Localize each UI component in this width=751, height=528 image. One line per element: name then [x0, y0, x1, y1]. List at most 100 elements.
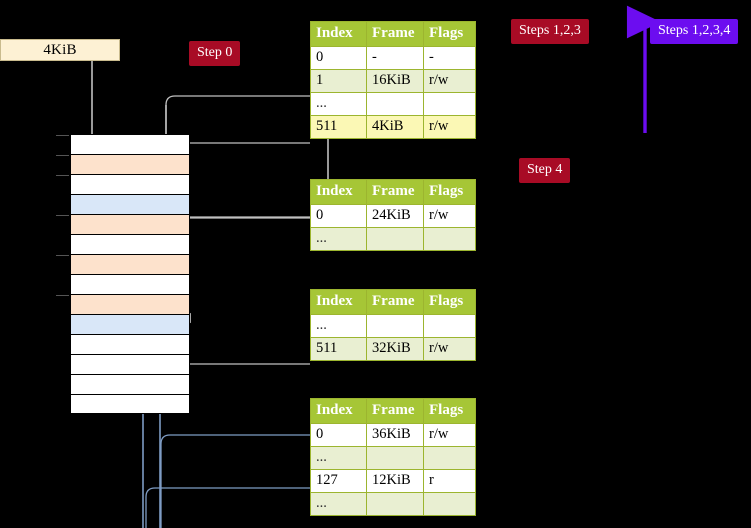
cell-flags: r/w — [423, 69, 476, 93]
column-header-index: Index — [310, 289, 367, 315]
column-header-flags: Flags — [423, 179, 476, 205]
badge-step-0: Step 0 — [189, 41, 241, 66]
column-header-frame: Frame — [366, 398, 424, 424]
cell-frame: 32KiB — [366, 337, 424, 361]
cell-frame — [366, 492, 424, 516]
memory-size-label: 4KiB — [0, 39, 120, 61]
physical-memory-column — [56, 134, 190, 414]
cell-index: ... — [310, 314, 367, 338]
cell-frame: - — [366, 46, 424, 70]
cell-index: 127 — [310, 469, 367, 493]
column-header-flags: Flags — [423, 398, 476, 424]
table-row: ... — [310, 492, 476, 516]
arrow-steps-bracket — [626, 5, 661, 133]
wire-t3r127-to-col — [145, 487, 310, 528]
memory-block-1 — [56, 154, 190, 174]
table-row: ... — [310, 446, 476, 470]
column-header-frame: Frame — [366, 179, 424, 205]
cell-frame: 24KiB — [366, 204, 424, 228]
wire-t0r511-to-mem — [180, 142, 310, 152]
memory-block-0 — [56, 134, 190, 154]
cell-frame — [366, 314, 424, 338]
memory-block-4 — [56, 214, 190, 234]
cell-flags: - — [423, 46, 476, 70]
cell-flags: r/w — [423, 204, 476, 228]
cell-index: 511 — [310, 337, 367, 361]
column-header-frame: Frame — [366, 21, 424, 47]
cell-frame — [366, 92, 424, 116]
memory-block-2 — [56, 174, 190, 194]
memory-block-11 — [70, 354, 190, 374]
memory-block-5 — [70, 234, 190, 254]
cell-flags: r/w — [423, 423, 476, 447]
badge-steps-1-2-3-4: Steps 1,2,3,4 — [650, 19, 739, 44]
table-row: ... — [310, 92, 476, 116]
memory-tick-1 — [56, 155, 69, 156]
column-header-index: Index — [310, 179, 367, 205]
memory-block-13 — [70, 394, 190, 414]
cell-index: ... — [310, 227, 367, 251]
memory-tick-0 — [56, 135, 69, 136]
cell-flags: r/w — [423, 337, 476, 361]
badge-step-4: Step 4 — [519, 158, 571, 183]
cell-frame: 4KiB — [366, 115, 424, 139]
memory-block-10 — [70, 334, 190, 354]
cell-flags — [423, 92, 476, 116]
cell-frame: 36KiB — [366, 423, 424, 447]
wire-t2-to-slot8 — [179, 312, 310, 365]
table-row: 0-- — [310, 46, 476, 70]
table-row: ... — [310, 227, 476, 251]
cell-index: 511 — [310, 115, 367, 139]
cell-flags — [423, 446, 476, 470]
column-header-flags: Flags — [423, 289, 476, 315]
memory-block-3 — [70, 194, 190, 214]
cell-index: ... — [310, 446, 367, 470]
cell-index: 0 — [310, 204, 367, 228]
column-header-index: Index — [310, 21, 367, 47]
cell-flags — [423, 492, 476, 516]
memory-tick-6 — [56, 255, 69, 256]
cell-index: ... — [310, 92, 367, 116]
cell-flags: r — [423, 469, 476, 493]
cell-flags: r/w — [423, 115, 476, 139]
memory-block-9 — [70, 314, 190, 334]
memory-tick-4 — [56, 215, 69, 216]
memory-block-6 — [56, 254, 190, 274]
column-header-index: Index — [310, 398, 367, 424]
table-row: ... — [310, 314, 476, 338]
cell-frame: 16KiB — [366, 69, 424, 93]
cell-index: 0 — [310, 46, 367, 70]
column-header-frame: Frame — [366, 289, 424, 315]
cell-frame — [366, 446, 424, 470]
cell-index: 1 — [310, 69, 367, 93]
memory-tick-2 — [56, 175, 69, 176]
wire-t3r0-to-col — [160, 434, 310, 528]
cell-frame: 12KiB — [366, 469, 424, 493]
memory-tick-8 — [56, 295, 69, 296]
memory-block-8 — [56, 294, 190, 314]
wire-t1-to-slot6 — [174, 216, 310, 268]
wire-t0r1-to-mem — [164, 95, 310, 154]
cell-flags — [423, 314, 476, 338]
badge-steps-1-2-3: Steps 1,2,3 — [511, 19, 589, 44]
wire-t1-to-mem-edge — [175, 176, 310, 219]
cell-flags — [423, 227, 476, 251]
memory-block-7 — [70, 274, 190, 294]
memory-block-12 — [70, 374, 190, 394]
column-header-flags: Flags — [423, 21, 476, 47]
cell-index: 0 — [310, 423, 367, 447]
cell-index: ... — [310, 492, 367, 516]
